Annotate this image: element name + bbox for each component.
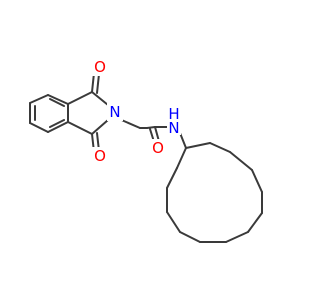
cyclododecane-ring [166,142,263,243]
oxygen-label-bottom: O [94,147,106,165]
oxygen-label-top: O [94,58,106,76]
imide-ring [67,91,109,135]
structure-canvas: O N O O N H [29,58,263,243]
hydrogen-label-amide: H [168,105,179,123]
nitrogen-label-imide: N [109,103,120,121]
chemical-structure-diagram: O N O O N H [29,58,263,243]
atom-labels: O N O O N H [92,58,181,165]
oxygen-label-amide: O [152,139,164,157]
imide-carbonyls [91,72,100,153]
benzene-ring [29,94,69,133]
nitrogen-label-amide: N [168,119,179,137]
